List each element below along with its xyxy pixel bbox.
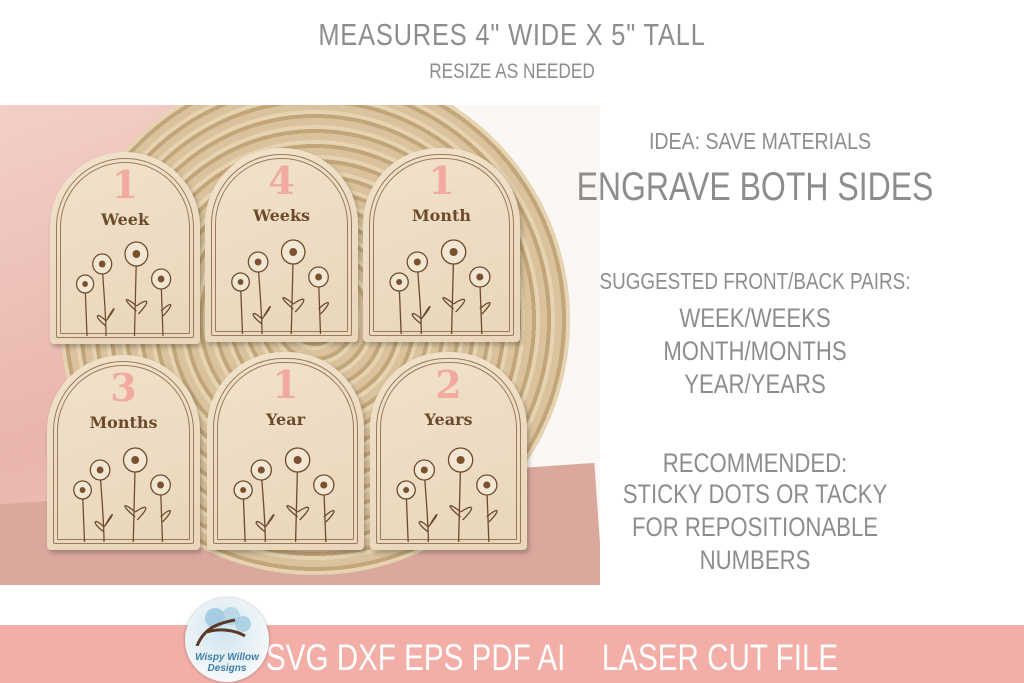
card-word: Years [424,410,473,429]
card-word: Month [411,206,472,225]
file-formats: SVG DXF EPS PDF AI [266,637,566,678]
idea-label: Idea: Save Materials [648,128,871,154]
card-word: Year [265,410,305,429]
card-word: Week [100,210,150,229]
daisy-flowers-icon [75,241,172,336]
footer-banner: SVG DXF EPS PDF AI Laser Cut File [0,625,1024,683]
laser-cut-label: Laser Cut File [601,637,839,678]
recommended-heading: Recommended: [662,448,848,478]
card-number: 1 [111,162,139,207]
daisy-flowers-icon [73,447,171,542]
logo-line2: Designs [207,663,247,674]
card-number: 4 [268,158,295,203]
card-word: Months [89,413,158,432]
daisy-flowers-icon [231,239,329,334]
daisy-flowers-icon [389,239,491,334]
pair-item: Month/Months [663,336,847,366]
card-number: 1 [428,158,455,203]
willow-tree-icon [195,607,251,646]
recommended-line: Numbers [699,545,811,575]
card-number: 2 [435,362,462,407]
recommended-line: for Repositionable [631,512,879,542]
recommended-line: Sticky Dots or Tacky [622,479,888,509]
card-number: 3 [110,365,137,410]
header-subtitle: Resize as needed [429,60,595,83]
card-word: Weeks [252,206,311,225]
header-title: Measures 4" wide x 5" tall [318,17,706,52]
daisy-flowers-icon [396,447,498,542]
idea-main: Engrave Both Sides [576,165,934,209]
daisy-flowers-icon [233,447,335,542]
pairs-heading: Suggested Front/Back Pairs: [599,268,911,294]
pair-item: Year/Years [684,369,826,399]
logo-line1: Wispy Willow [195,652,259,663]
pair-item: Week/Weeks [679,303,831,333]
card-number: 1 [272,362,299,407]
